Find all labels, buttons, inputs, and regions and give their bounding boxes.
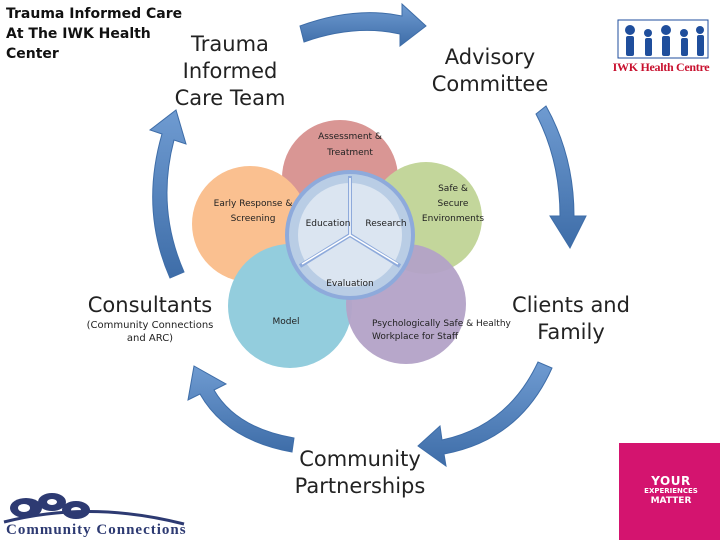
trauma-team-line-3: Care Team xyxy=(174,86,286,110)
advisory-line-2: Committee xyxy=(431,72,549,96)
center-label-research: Research xyxy=(365,219,407,229)
trauma-team-line-1: Trauma xyxy=(191,32,269,56)
node-advisory-committee: Advisory Committee xyxy=(420,44,560,98)
consultants-subtitle: (Community Connections and ARC) xyxy=(70,319,230,345)
yem-line-1: YOUR xyxy=(651,474,691,488)
cycle-arrows xyxy=(148,2,587,468)
your-experiences-matter-logo: YOUR EXPERIENCES MATTER xyxy=(619,443,720,540)
iwk-logo-mark xyxy=(617,19,709,59)
title-line-2: At The IWK Health xyxy=(6,26,151,42)
title-line-3: Center xyxy=(6,46,59,62)
iwk-logo-text: IWK Health Centre xyxy=(612,60,710,74)
arrow-consultants-to-team xyxy=(148,109,187,279)
safe-line-1: Safe & xyxy=(438,184,468,194)
yem-text: YOUR EXPERIENCES MATTER xyxy=(641,474,701,507)
arrow-advisory-to-clients xyxy=(535,105,587,250)
center-label-education: Education xyxy=(305,219,351,229)
community-connections-logo-text: Community Connections xyxy=(6,522,187,538)
advisory-line-1: Advisory xyxy=(444,45,536,69)
petal-label-model: Model xyxy=(272,317,300,327)
community-line-1: Community xyxy=(299,447,421,471)
safe-line-3: Environments xyxy=(421,214,485,224)
yem-line-3: MATTER xyxy=(650,496,692,506)
node-clients-family: Clients and Family xyxy=(500,292,642,346)
trauma-team-line-2: Informed xyxy=(182,59,278,83)
arrow-clients-to-community xyxy=(417,361,553,468)
petal-label-early: Early Response & Screening xyxy=(210,197,296,227)
yem-line-2: EXPERIENCES xyxy=(644,487,698,495)
community-line-2: Partnerships xyxy=(294,474,426,498)
node-consultants: Consultants xyxy=(87,293,213,317)
center-divider-highlight xyxy=(301,178,399,265)
arrow-team-to-advisory xyxy=(299,2,427,48)
node-trauma-team: Trauma Informed Care Team xyxy=(160,31,300,112)
clients-line-2: Family xyxy=(537,320,605,344)
workplace-line-2: Workplace for Staff xyxy=(372,332,459,342)
arrow-community-to-consultants xyxy=(187,365,295,453)
community-connections-logo-mark xyxy=(3,493,185,526)
node-community-partnerships: Community Partnerships xyxy=(280,446,440,500)
title-line-1: Trauma Informed Care xyxy=(6,6,183,22)
consultants-sub-line-1: (Community Connections xyxy=(86,320,214,331)
consultants-sub-line-2: and ARC) xyxy=(126,333,174,344)
petal-label-assessment: Assessment & Treatment xyxy=(300,129,400,161)
workplace-line-1: Psychologically Safe & Healthy xyxy=(372,319,511,329)
assessment-line-2: Treatment xyxy=(327,148,373,158)
page-title: Trauma Informed Care At The IWK Health C… xyxy=(6,4,182,64)
petal-label-workplace: Psychologically Safe & Healthy Workplace… xyxy=(372,318,512,344)
safe-line-2: Secure xyxy=(437,199,469,209)
center-label-evaluation: Evaluation xyxy=(326,279,374,289)
clients-line-1: Clients and xyxy=(512,293,630,317)
early-line-1: Early Response & xyxy=(213,199,293,209)
petal-label-safe: Safe & Secure Environments xyxy=(418,182,488,227)
assessment-line-1: Assessment & xyxy=(318,132,382,142)
early-line-2: Screening xyxy=(230,214,276,224)
petal-cluster xyxy=(192,120,482,368)
